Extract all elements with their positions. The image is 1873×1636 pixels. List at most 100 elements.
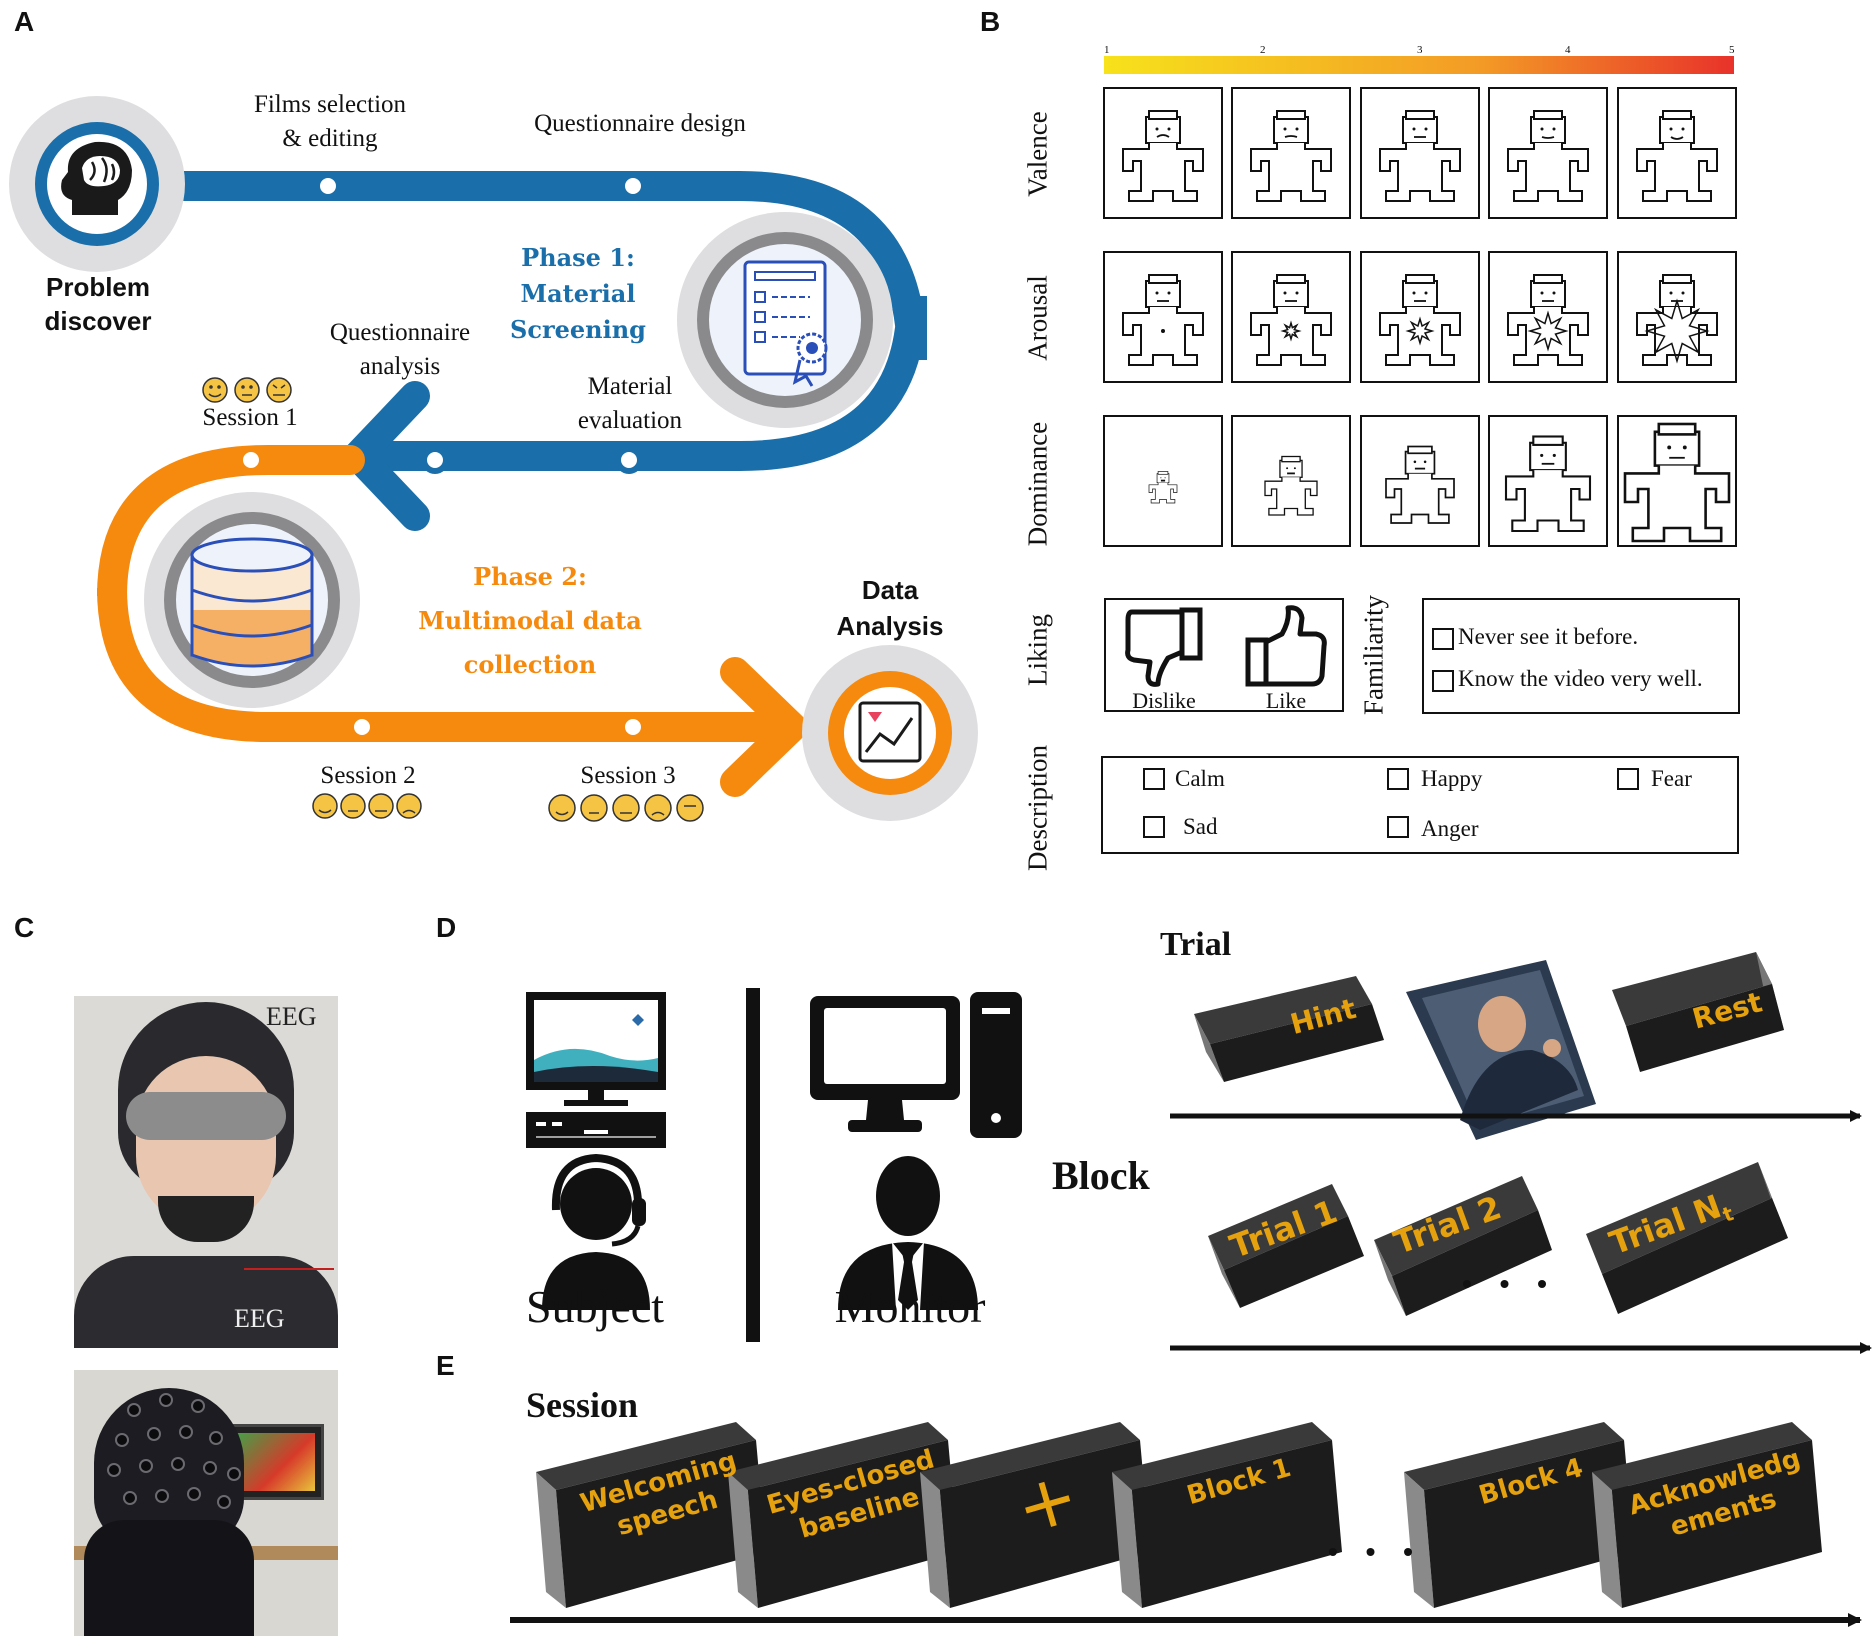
block-trial-1 (1208, 1184, 1364, 1308)
phase-2-line-1: Phase 2: (473, 562, 587, 591)
scale-gradient-bar (1104, 56, 1734, 74)
panel-label-d: D (436, 912, 457, 943)
eye-mask (126, 1092, 286, 1140)
trial-block-sequence (1170, 952, 1872, 1354)
document-certificate-icon (677, 212, 893, 428)
step-films: Films selection & editing (220, 88, 440, 156)
electrode (155, 1489, 169, 1503)
trial-title: Trial (1160, 926, 1232, 963)
description-box: Calm Happy Fear Sad Anger (1101, 756, 1739, 854)
scale-tick-3: 3 (1417, 44, 1423, 56)
phase-1-line-2: Material (520, 279, 636, 308)
familiarity-checkbox-2[interactable] (1432, 670, 1454, 692)
block-trial-nt (1586, 1162, 1788, 1314)
start-label-line-2: discover (44, 306, 152, 336)
block-fixation-cross (920, 1422, 1150, 1608)
scale-tick-1: 1 (1104, 44, 1110, 56)
manikin-arousal-1[interactable] (1103, 251, 1223, 383)
photo-eeg-back (74, 1370, 338, 1636)
manikin-arousal-5[interactable] (1617, 251, 1737, 383)
liking-box: Dislike Like (1104, 598, 1344, 713)
manikin-valence-2[interactable] (1231, 87, 1351, 219)
step-session-2: Session 2 (320, 762, 416, 789)
step-session-1: Session 1 (202, 404, 298, 431)
manikin-arousal-4[interactable] (1488, 251, 1608, 383)
description-label: Description (1022, 745, 1053, 871)
subject-computer-icon (526, 992, 666, 1148)
monitor-computer-icon (810, 992, 1022, 1138)
session-ellipsis: • • • (1328, 1536, 1423, 1567)
node-questionnaire-design (619, 172, 647, 200)
electrode-dots (107, 1393, 241, 1509)
emoji-set-session-3 (548, 794, 704, 822)
thumbs-up-icon[interactable] (1244, 604, 1328, 688)
step-qa-line-2: analysis (359, 353, 441, 380)
familiarity-option-1: Never see it before. (1458, 624, 1639, 649)
option-anger: Anger (1421, 816, 1479, 841)
manikin-dominance-5[interactable] (1617, 415, 1737, 547)
manikin-dominance-3[interactable] (1360, 415, 1480, 547)
start-label-line-1: Problem (45, 272, 151, 302)
scale-tick-5: 5 (1729, 44, 1735, 56)
node-films (314, 172, 342, 200)
manikin-valence-5[interactable] (1617, 87, 1737, 219)
electrode (179, 1425, 193, 1439)
blue-track (165, 171, 927, 471)
phase-1-label: Phase 1: Material Screening (488, 240, 668, 348)
emoji-set-session-1 (202, 377, 292, 403)
checkbox-anger[interactable] (1387, 816, 1409, 838)
step-films-line-1: Films selection (253, 91, 407, 118)
familiarity-checkbox-1[interactable] (1432, 628, 1454, 650)
start-label: Problem discover (30, 270, 166, 338)
phase-2-label: Phase 2: Multimodal data collection (370, 555, 690, 687)
emoji-set-session-2 (312, 793, 422, 819)
orange-arrowhead (720, 657, 807, 797)
electrode (187, 1487, 201, 1501)
block-title: Block (1052, 1153, 1150, 1198)
manikin-dominance-4[interactable] (1488, 415, 1608, 547)
step-session-3: Session 3 (580, 762, 676, 789)
checkbox-sad[interactable] (1143, 816, 1165, 838)
manikin-dominance-2[interactable] (1231, 415, 1351, 547)
subject-label: Subject (526, 1281, 664, 1332)
electrode (115, 1433, 129, 1447)
step-me-line-1: Material (587, 373, 673, 400)
checkbox-fear[interactable] (1617, 768, 1639, 790)
option-happy: Happy (1421, 766, 1483, 791)
node-session-1 (237, 446, 265, 474)
manikin-arousal-3[interactable] (1360, 251, 1480, 383)
step-films-line-2: & editing (282, 125, 378, 152)
manikin-dominance-1[interactable] (1103, 415, 1223, 547)
electrode (171, 1457, 185, 1471)
phase-1-line-3: Screening (510, 315, 646, 344)
workflow-diagram (9, 96, 978, 822)
block-acknowledgements (1592, 1422, 1822, 1608)
video-frame-image (1406, 960, 1596, 1140)
electrode (147, 1427, 161, 1441)
end-label-line-2: Analysis (836, 611, 944, 641)
option-calm: Calm (1175, 766, 1225, 791)
electrode (159, 1393, 173, 1407)
familiarity-option-2: Know the video very well. (1458, 666, 1703, 691)
step-me-line-2: evaluation (577, 407, 683, 434)
familiarity-label: Familiarity (1358, 595, 1389, 715)
manikin-valence-3[interactable] (1360, 87, 1480, 219)
checkbox-happy[interactable] (1387, 768, 1409, 790)
end-label-line-1: Data (861, 575, 919, 605)
dislike-option[interactable]: Dislike (1132, 688, 1196, 713)
like-option[interactable]: Like (1265, 688, 1307, 713)
block-welcoming-speech (536, 1422, 766, 1608)
thumbs-down-icon[interactable] (1124, 606, 1204, 688)
manikin-valence-1[interactable] (1103, 87, 1223, 219)
panel-label-e: E (436, 1350, 455, 1381)
checkbox-calm[interactable] (1143, 768, 1165, 790)
step-questionnaire-design: Questionnaire design (534, 110, 746, 137)
electrode (217, 1495, 231, 1509)
option-fear: Fear (1651, 766, 1692, 791)
option-sad: Sad (1183, 814, 1218, 839)
monitor-screen (231, 1433, 315, 1491)
node-session-2 (348, 713, 376, 741)
panel-label-b: B (980, 6, 1001, 37)
manikin-arousal-2[interactable] (1231, 251, 1351, 383)
manikin-valence-4[interactable] (1488, 87, 1608, 219)
